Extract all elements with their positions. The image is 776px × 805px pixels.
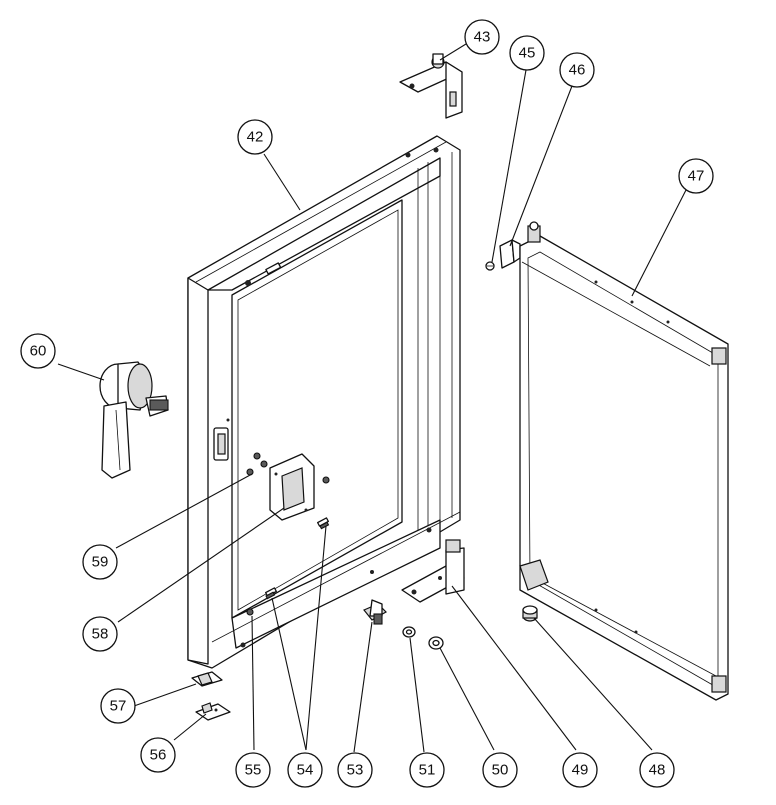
callout-53: 53 (337, 752, 373, 788)
callout-58: 58 (82, 616, 118, 652)
handle-escutcheon (269, 453, 315, 521)
washer-large (428, 636, 444, 650)
glass-clip (499, 239, 521, 269)
latch-bolt (363, 599, 387, 625)
callout-54: 54 (287, 752, 323, 788)
callout-51: 51 (409, 752, 445, 788)
callout-label: 48 (649, 762, 666, 779)
callout-55: 55 (235, 752, 271, 788)
callout-59: 59 (82, 544, 118, 580)
leader-lines (57, 43, 687, 753)
callout-label: 49 (572, 762, 589, 779)
callout-48: 48 (639, 752, 675, 788)
callout-label: 60 (30, 343, 47, 360)
callout-label: 50 (492, 762, 509, 779)
callout-49: 49 (562, 752, 598, 788)
top-hinge-bracket (399, 53, 463, 119)
callout-label: 45 (519, 45, 536, 62)
callout-46: 46 (559, 52, 595, 88)
callout-50: 50 (482, 752, 518, 788)
callout-57: 57 (100, 688, 136, 724)
callout-label: 58 (92, 626, 109, 643)
door-handle (99, 361, 169, 479)
callout-label: 57 (110, 698, 127, 715)
glass-panel (519, 221, 729, 701)
bottom-hinge-bracket (401, 539, 465, 603)
callout-43: 43 (464, 19, 500, 55)
callout-56: 56 (140, 737, 176, 773)
small-screw (485, 261, 495, 271)
mounting-screws (246, 452, 330, 484)
hinge-plate (195, 702, 231, 721)
bushing (522, 605, 538, 622)
callout-label: 54 (297, 762, 314, 779)
callout-label: 59 (92, 554, 109, 571)
callout-label: 47 (688, 168, 705, 185)
callout-42: 42 (237, 119, 273, 155)
callout-60: 60 (20, 333, 56, 369)
pins (265, 521, 330, 600)
callout-label: 53 (347, 762, 364, 779)
callout-label: 51 (419, 762, 436, 779)
callout-45: 45 (509, 35, 545, 71)
callout-label: 55 (245, 762, 262, 779)
callout-label: 46 (569, 62, 586, 79)
callout-label: 56 (150, 747, 167, 764)
callout-47: 47 (678, 158, 714, 194)
screw (246, 608, 254, 616)
clip-plate (191, 671, 223, 687)
washer-small (402, 626, 416, 638)
callout-label: 42 (247, 129, 264, 146)
callout-label: 43 (474, 29, 491, 46)
